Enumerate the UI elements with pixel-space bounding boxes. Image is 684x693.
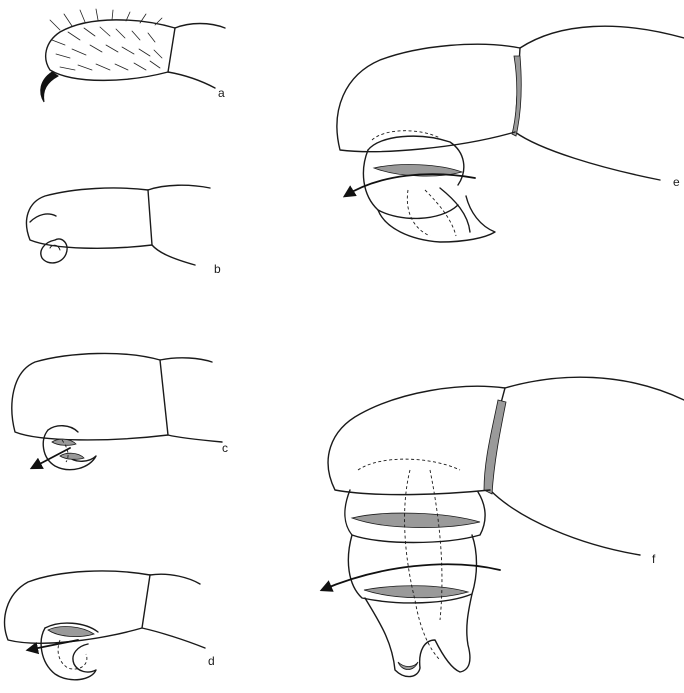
panel-a-drawing xyxy=(41,9,225,102)
panel-b-label: b xyxy=(214,262,221,276)
panel-a-label: a xyxy=(218,86,225,100)
panel-f-label: f xyxy=(652,552,656,566)
panel-a-setae xyxy=(50,9,162,70)
panel-d-drawing xyxy=(5,571,205,680)
panel-c-drawing xyxy=(12,353,222,469)
panel-b-drawing xyxy=(26,185,210,265)
panel-d-label: d xyxy=(208,654,215,668)
panel-e-label: e xyxy=(673,175,680,189)
panel-c-label: c xyxy=(222,441,228,455)
panel-e-drawing xyxy=(337,26,684,242)
panel-f-drawing xyxy=(322,377,684,676)
